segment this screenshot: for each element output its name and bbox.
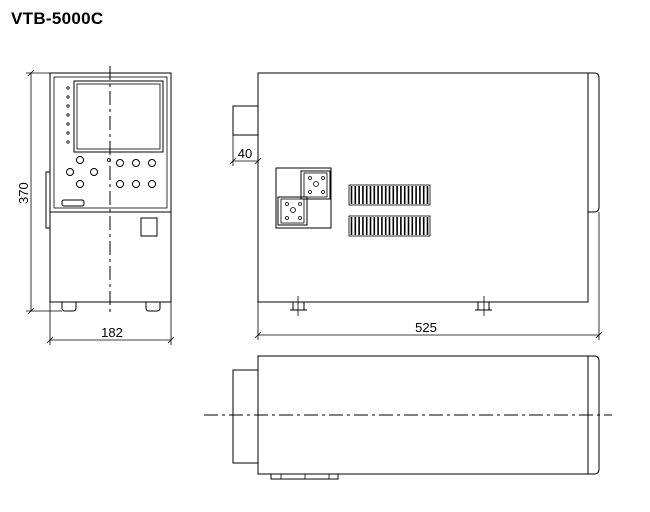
- height-label: 370: [16, 182, 31, 204]
- front-foot-right: [145, 302, 161, 312]
- protrusion-label: 40: [238, 146, 252, 161]
- height-dimension: [26, 69, 62, 315]
- connector-upper: [300, 170, 331, 200]
- power-switch: [140, 217, 158, 237]
- side-knob: [45, 171, 51, 229]
- card-slot: [61, 199, 85, 207]
- side-hood: [232, 105, 259, 136]
- front-buttons-right: [116, 159, 156, 188]
- side-view: [232, 72, 600, 316]
- side-rear-cover: [588, 72, 600, 213]
- monitor-screen-inner: [76, 83, 161, 150]
- vent-grille-upper: [348, 184, 431, 206]
- side-length-label: 525: [415, 320, 437, 335]
- side-body-outline: [257, 72, 589, 303]
- vent-frame: [348, 184, 431, 206]
- vent-frame: [348, 215, 431, 237]
- front-width-label: 182: [101, 325, 123, 340]
- front-buttons-left: [66, 156, 111, 188]
- connector-plate: [275, 167, 332, 229]
- side-length-dimension: [254, 212, 603, 340]
- connector-lower: [277, 196, 308, 226]
- vent-grille-lower: [348, 215, 431, 237]
- front-foot-left: [61, 302, 77, 312]
- side-foot-rear: [475, 302, 492, 311]
- front-view: [45, 66, 172, 316]
- top-foot: [270, 474, 339, 480]
- top-hood: [232, 369, 259, 464]
- monitor-screen: [73, 80, 164, 153]
- model-title: VTB-5000C: [11, 9, 104, 28]
- side-foot-front: [290, 302, 307, 311]
- indicator-dots: [66, 86, 70, 144]
- front-width-dimension: [46, 302, 175, 345]
- protrusion-dimension: [229, 135, 262, 166]
- top-view: [204, 355, 612, 480]
